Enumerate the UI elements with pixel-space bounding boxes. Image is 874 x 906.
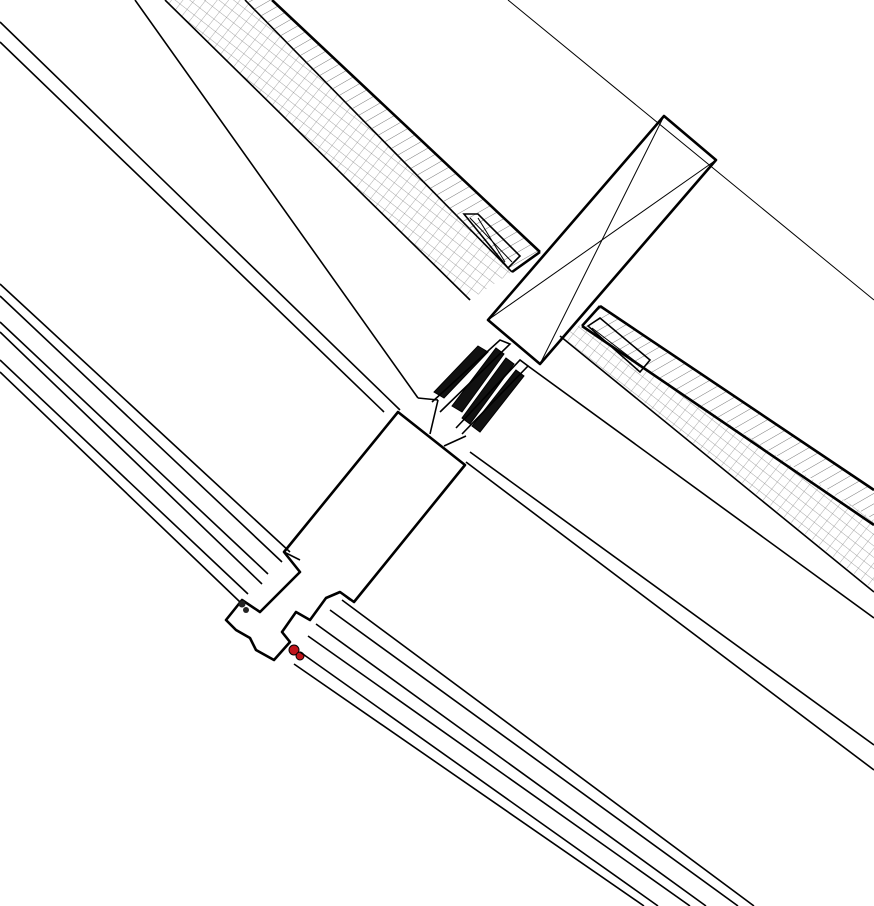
timber-beam <box>486 114 718 366</box>
upper-left-panel <box>0 21 401 413</box>
left-glazing <box>0 283 291 603</box>
reference-line <box>507 0 874 301</box>
right-cladding <box>559 304 874 593</box>
fixing-brackets <box>429 339 530 447</box>
right-board <box>465 365 874 771</box>
seal-gasket <box>238 600 305 661</box>
lower-glazing <box>293 599 755 906</box>
window-frame <box>224 410 467 662</box>
upper-cladding <box>164 0 541 301</box>
